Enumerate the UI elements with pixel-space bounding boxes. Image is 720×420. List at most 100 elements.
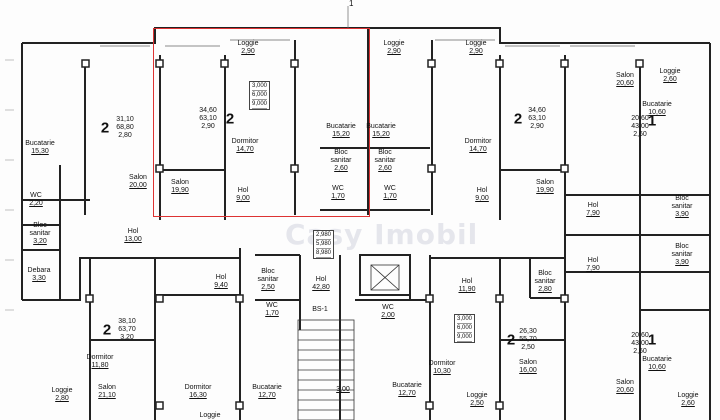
room-area: 9,00 — [475, 195, 489, 202]
room-area: 14,70 — [236, 146, 254, 153]
room-name: Hol — [315, 276, 327, 283]
apartment-stat: 43,00 — [631, 123, 649, 130]
room-area: 15,30 — [31, 148, 49, 155]
apartment-stat: 43,00 — [631, 340, 649, 347]
room-name: Bucatarie — [252, 384, 282, 391]
room-name: Bloc sanitar — [330, 149, 352, 164]
room-area: 19,90 — [536, 187, 554, 194]
room-name: Hol — [215, 274, 227, 281]
room-name: Hol — [587, 257, 599, 264]
height-value: 6,000 — [457, 325, 473, 333]
apartment-stat: 20,60 — [631, 332, 649, 339]
room-name: Dormitor — [86, 354, 114, 361]
room-name: WC — [384, 185, 396, 192]
room-area: 2,80 — [55, 395, 69, 402]
room-area: 21,10 — [98, 392, 116, 399]
apartment-room-count: 1 — [647, 112, 657, 130]
room-name: WC — [332, 185, 344, 192]
room-area: 20,60 — [616, 80, 634, 87]
apartment-stat: 2,80 — [118, 132, 132, 139]
apartment-stat: 2,90 — [530, 123, 544, 130]
room-area: 19,90 — [171, 187, 189, 194]
room-name: Bloc sanitar — [671, 195, 693, 210]
room-area: 3,90 — [675, 211, 689, 218]
room-name: Dormitor — [428, 360, 456, 367]
apartment-stat: 55,70 — [519, 336, 537, 343]
room-name: Salon — [616, 379, 634, 386]
room-name: WC — [30, 192, 42, 199]
apartment-stat: 34,60 — [199, 107, 217, 114]
room-area: 2,00 — [381, 312, 395, 319]
room-area: 2,90 — [387, 48, 401, 55]
room-area: 1,70 — [331, 193, 345, 200]
room-name: Bloc sanitar — [671, 243, 693, 258]
room-area: 15,20 — [372, 131, 390, 138]
room-area: 3,90 — [675, 259, 689, 266]
room-area: 12,70 — [398, 390, 416, 397]
room-area: 13,00 — [124, 236, 142, 243]
room-name: WC — [382, 304, 394, 311]
room-area: 20,00 — [129, 182, 147, 189]
room-area: 15,20 — [332, 131, 350, 138]
room-name: Loggie — [383, 40, 405, 47]
room-area: 2,50 — [470, 400, 484, 407]
room-area: 2,50 — [261, 284, 275, 291]
room-name: Salon — [129, 174, 147, 181]
room-area: 2,80 — [538, 286, 552, 293]
room-area: 2,60 — [334, 165, 348, 172]
room-area: 1,70 — [383, 193, 397, 200]
room-area: 11,90 — [458, 286, 476, 293]
room-area: 7,90 — [586, 210, 600, 217]
room-area: 3,30 — [32, 275, 46, 282]
room-name: Bucatarie — [326, 123, 356, 130]
room-name: Bucatarie — [25, 140, 55, 147]
room-area: 9,40 — [214, 282, 228, 289]
apartment-stat: 38,10 — [118, 318, 136, 325]
height-value: 8,980 — [316, 250, 332, 258]
room-area: 14,70 — [469, 146, 487, 153]
highlighted-apartment-outline — [153, 28, 370, 217]
apartment-room-count: 2 — [102, 321, 112, 339]
room-area: 2,60 — [681, 400, 695, 407]
room-area: 2,90 — [241, 48, 255, 55]
room-name: Loggie — [659, 68, 681, 75]
room-area: 10,60 — [648, 364, 666, 371]
apartment-room-count: 2 — [225, 110, 235, 128]
room-area: 2,60 — [663, 76, 677, 83]
room-name: Loggie — [51, 387, 73, 394]
room-name: WC — [266, 302, 278, 309]
room-area: 1,70 — [265, 310, 279, 317]
room-name: Loggie — [466, 392, 488, 399]
room-area: 20,60 — [616, 387, 634, 394]
apartment-stat: 2,60 — [633, 348, 647, 355]
room-area: 42,80 — [312, 284, 330, 291]
